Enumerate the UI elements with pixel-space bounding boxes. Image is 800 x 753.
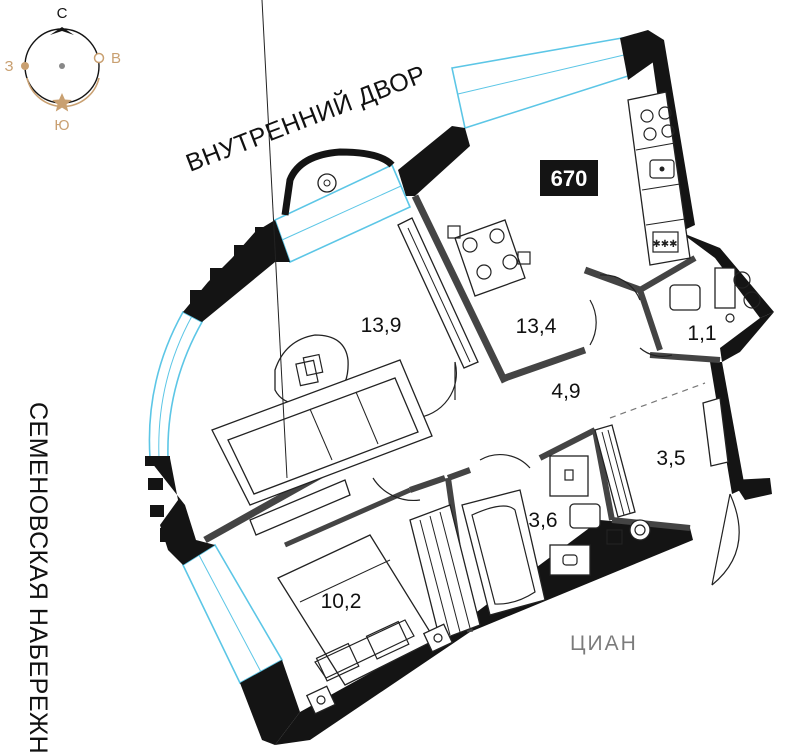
windows (148, 37, 629, 685)
compass: С З В Ю (4, 5, 121, 134)
window-living-top (274, 163, 412, 264)
compass-west-label: З (4, 58, 13, 75)
apartment-number-badge: 670 (540, 160, 598, 196)
dining-table (447, 219, 531, 297)
compass-south-label: Ю (54, 117, 69, 134)
oven-icon (652, 231, 679, 253)
living-furniture (211, 0, 433, 536)
south-star-icon (52, 93, 72, 112)
bathtub (461, 489, 546, 616)
area-bathroom: 3,6 (528, 509, 557, 532)
embankment-label: СЕМЕНОВСКАЯ НАБЕРЕЖНАЯ (24, 402, 52, 753)
west-marker-icon (21, 62, 29, 70)
area-bedroom: 10,2 (321, 590, 362, 613)
compass-east-label: В (111, 50, 121, 67)
compass-north-label: С (57, 5, 68, 22)
compass-center-dot (59, 63, 65, 69)
area-living: 13,9 (361, 314, 402, 337)
watermark: ЦИАН (570, 632, 638, 655)
apartment-number: 670 (551, 166, 588, 191)
toilet-wc (669, 267, 761, 323)
sofa (211, 0, 433, 506)
sink-icon (649, 159, 675, 179)
window-living-left (148, 310, 204, 459)
hob-icon (640, 106, 675, 141)
bathroom-fixtures (461, 455, 651, 616)
kitchen-furniture: ✱✱✱ (397, 91, 761, 369)
bath-sink (549, 544, 591, 576)
area-wc: 1,1 (687, 322, 716, 345)
hall-wardrobe (409, 397, 729, 641)
area-kitchen: 13,4 (516, 315, 557, 338)
washer-icon (629, 519, 651, 541)
window-bedroom (181, 543, 284, 685)
tv-stand (249, 479, 351, 536)
area-wardrobe: 3,5 (656, 447, 685, 470)
north-arrow-icon (50, 27, 74, 35)
svg-text:✱✱✱: ✱✱✱ (652, 239, 677, 250)
doors (372, 274, 740, 586)
bedroom-furniture (277, 534, 454, 715)
toilet-bath (549, 455, 589, 497)
nightstand-left (305, 685, 337, 715)
window-kitchen (451, 37, 629, 130)
area-hall: 4,9 (551, 380, 580, 403)
east-marker-icon (93, 52, 105, 64)
nightstand-right (422, 623, 454, 653)
